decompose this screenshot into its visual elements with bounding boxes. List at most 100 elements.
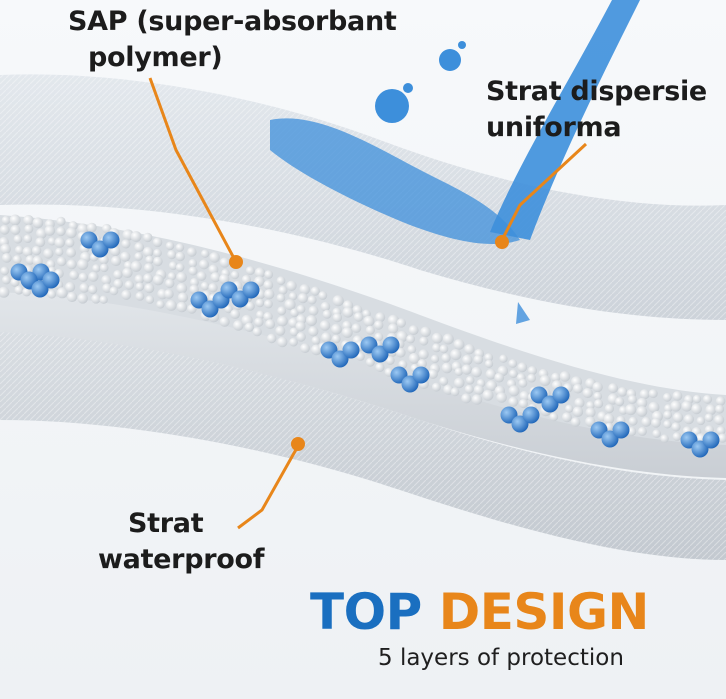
- sap-bead: [189, 277, 199, 287]
- sap-bead: [35, 237, 46, 248]
- sap-bead: [23, 215, 34, 226]
- sap-bead: [145, 255, 154, 265]
- sap-bead: [662, 392, 672, 402]
- sap-bead: [0, 224, 10, 235]
- sap-bead: [65, 238, 75, 248]
- sap-bead: [286, 280, 297, 291]
- sap-bead: [332, 295, 344, 307]
- sap-bead: [717, 433, 726, 443]
- sap-bead: [176, 272, 187, 283]
- sap-bead: [430, 354, 440, 364]
- sap-bead: [594, 399, 604, 409]
- sap-bead: [66, 259, 77, 270]
- sap-bead: [518, 378, 528, 388]
- sap-bead: [702, 394, 713, 404]
- sap-bead: [78, 272, 89, 282]
- sap-bead-saturated: [612, 421, 630, 439]
- sap-bead: [196, 271, 207, 281]
- sap-bead: [432, 343, 441, 353]
- sap-bead: [681, 400, 693, 412]
- leader-sap: [148, 77, 238, 263]
- sap-bead: [691, 403, 702, 415]
- sap-bead: [464, 384, 474, 394]
- sap-bead: [265, 319, 276, 330]
- sap-bead: [230, 270, 240, 280]
- sap-bead: [307, 295, 317, 305]
- sap-bead: [570, 417, 581, 427]
- sap-bead: [374, 332, 384, 342]
- sap-bead: [142, 246, 154, 258]
- sap-bead: [353, 312, 364, 322]
- sap-bead: [663, 410, 673, 420]
- sap-bead: [319, 320, 331, 331]
- sap-bead-saturated: [102, 231, 120, 249]
- sap-bead: [23, 234, 33, 243]
- sap-bead: [284, 299, 296, 311]
- sap-bead: [244, 322, 254, 332]
- sap-bead: [582, 387, 593, 399]
- label-sap: SAP (super-absorbant polymer): [68, 4, 397, 76]
- sap-bead: [288, 292, 298, 301]
- sap-bead: [296, 332, 306, 342]
- sap-bead: [308, 305, 319, 316]
- sap-bead-saturated: [702, 431, 720, 449]
- sap-bead: [464, 344, 475, 355]
- sap-bead: [320, 301, 331, 312]
- sap-bead: [715, 404, 725, 414]
- sap-bead: [342, 306, 354, 318]
- sap-bead: [539, 375, 551, 386]
- sap-bead: [130, 260, 142, 272]
- sap-bead: [110, 245, 121, 257]
- sap-bead: [113, 269, 123, 280]
- sap-bead: [625, 404, 637, 416]
- leader-dot-sap: [229, 255, 243, 269]
- sap-bead: [453, 377, 465, 389]
- sap-bead: [92, 264, 101, 273]
- sap-bead: [585, 407, 596, 418]
- sap-bead: [233, 320, 244, 331]
- sap-bead: [471, 366, 482, 378]
- sap-bead: [219, 257, 230, 268]
- sap-bead: [22, 287, 32, 297]
- brand-word-top: TOP: [310, 583, 422, 641]
- sap-bead: [485, 368, 497, 380]
- sap-bead: [264, 270, 274, 279]
- sap-bead-saturated: [342, 341, 360, 359]
- sap-bead: [352, 305, 363, 315]
- sap-bead: [165, 299, 177, 311]
- leader-dot-waterproof: [291, 437, 305, 451]
- sap-bead: [508, 396, 519, 407]
- sap-bead: [670, 400, 682, 412]
- sap-bead: [561, 412, 572, 423]
- sap-bead: [473, 354, 484, 365]
- sap-bead: [153, 248, 162, 258]
- sap-bead: [331, 323, 342, 335]
- sap-bead: [102, 283, 112, 294]
- sap-bead: [696, 416, 706, 426]
- sap-bead: [124, 280, 134, 290]
- sap-bead: [290, 308, 299, 318]
- sap-bead: [419, 336, 429, 346]
- sap-bead-saturated: [382, 336, 400, 354]
- sap-bead: [593, 391, 603, 401]
- sap-bead: [296, 304, 306, 314]
- sap-bead: [277, 306, 287, 316]
- sap-bead: [254, 267, 266, 279]
- sap-bead: [77, 293, 88, 304]
- sap-bead: [408, 352, 420, 364]
- sap-bead: [508, 385, 520, 397]
- sap-bead: [9, 214, 21, 226]
- sap-bead: [47, 237, 57, 246]
- sap-bead: [264, 299, 273, 309]
- sap-bead: [276, 293, 286, 303]
- sap-bead: [14, 285, 24, 295]
- sap-bead: [484, 359, 494, 368]
- sap-bead: [406, 334, 415, 344]
- sap-bead: [264, 289, 275, 300]
- label-sap-line2: polymer): [88, 42, 223, 73]
- sap-bead: [0, 266, 10, 276]
- sap-bead: [651, 417, 661, 428]
- sap-bead: [77, 258, 89, 270]
- sap-bead: [306, 315, 317, 326]
- sap-bead: [672, 432, 682, 441]
